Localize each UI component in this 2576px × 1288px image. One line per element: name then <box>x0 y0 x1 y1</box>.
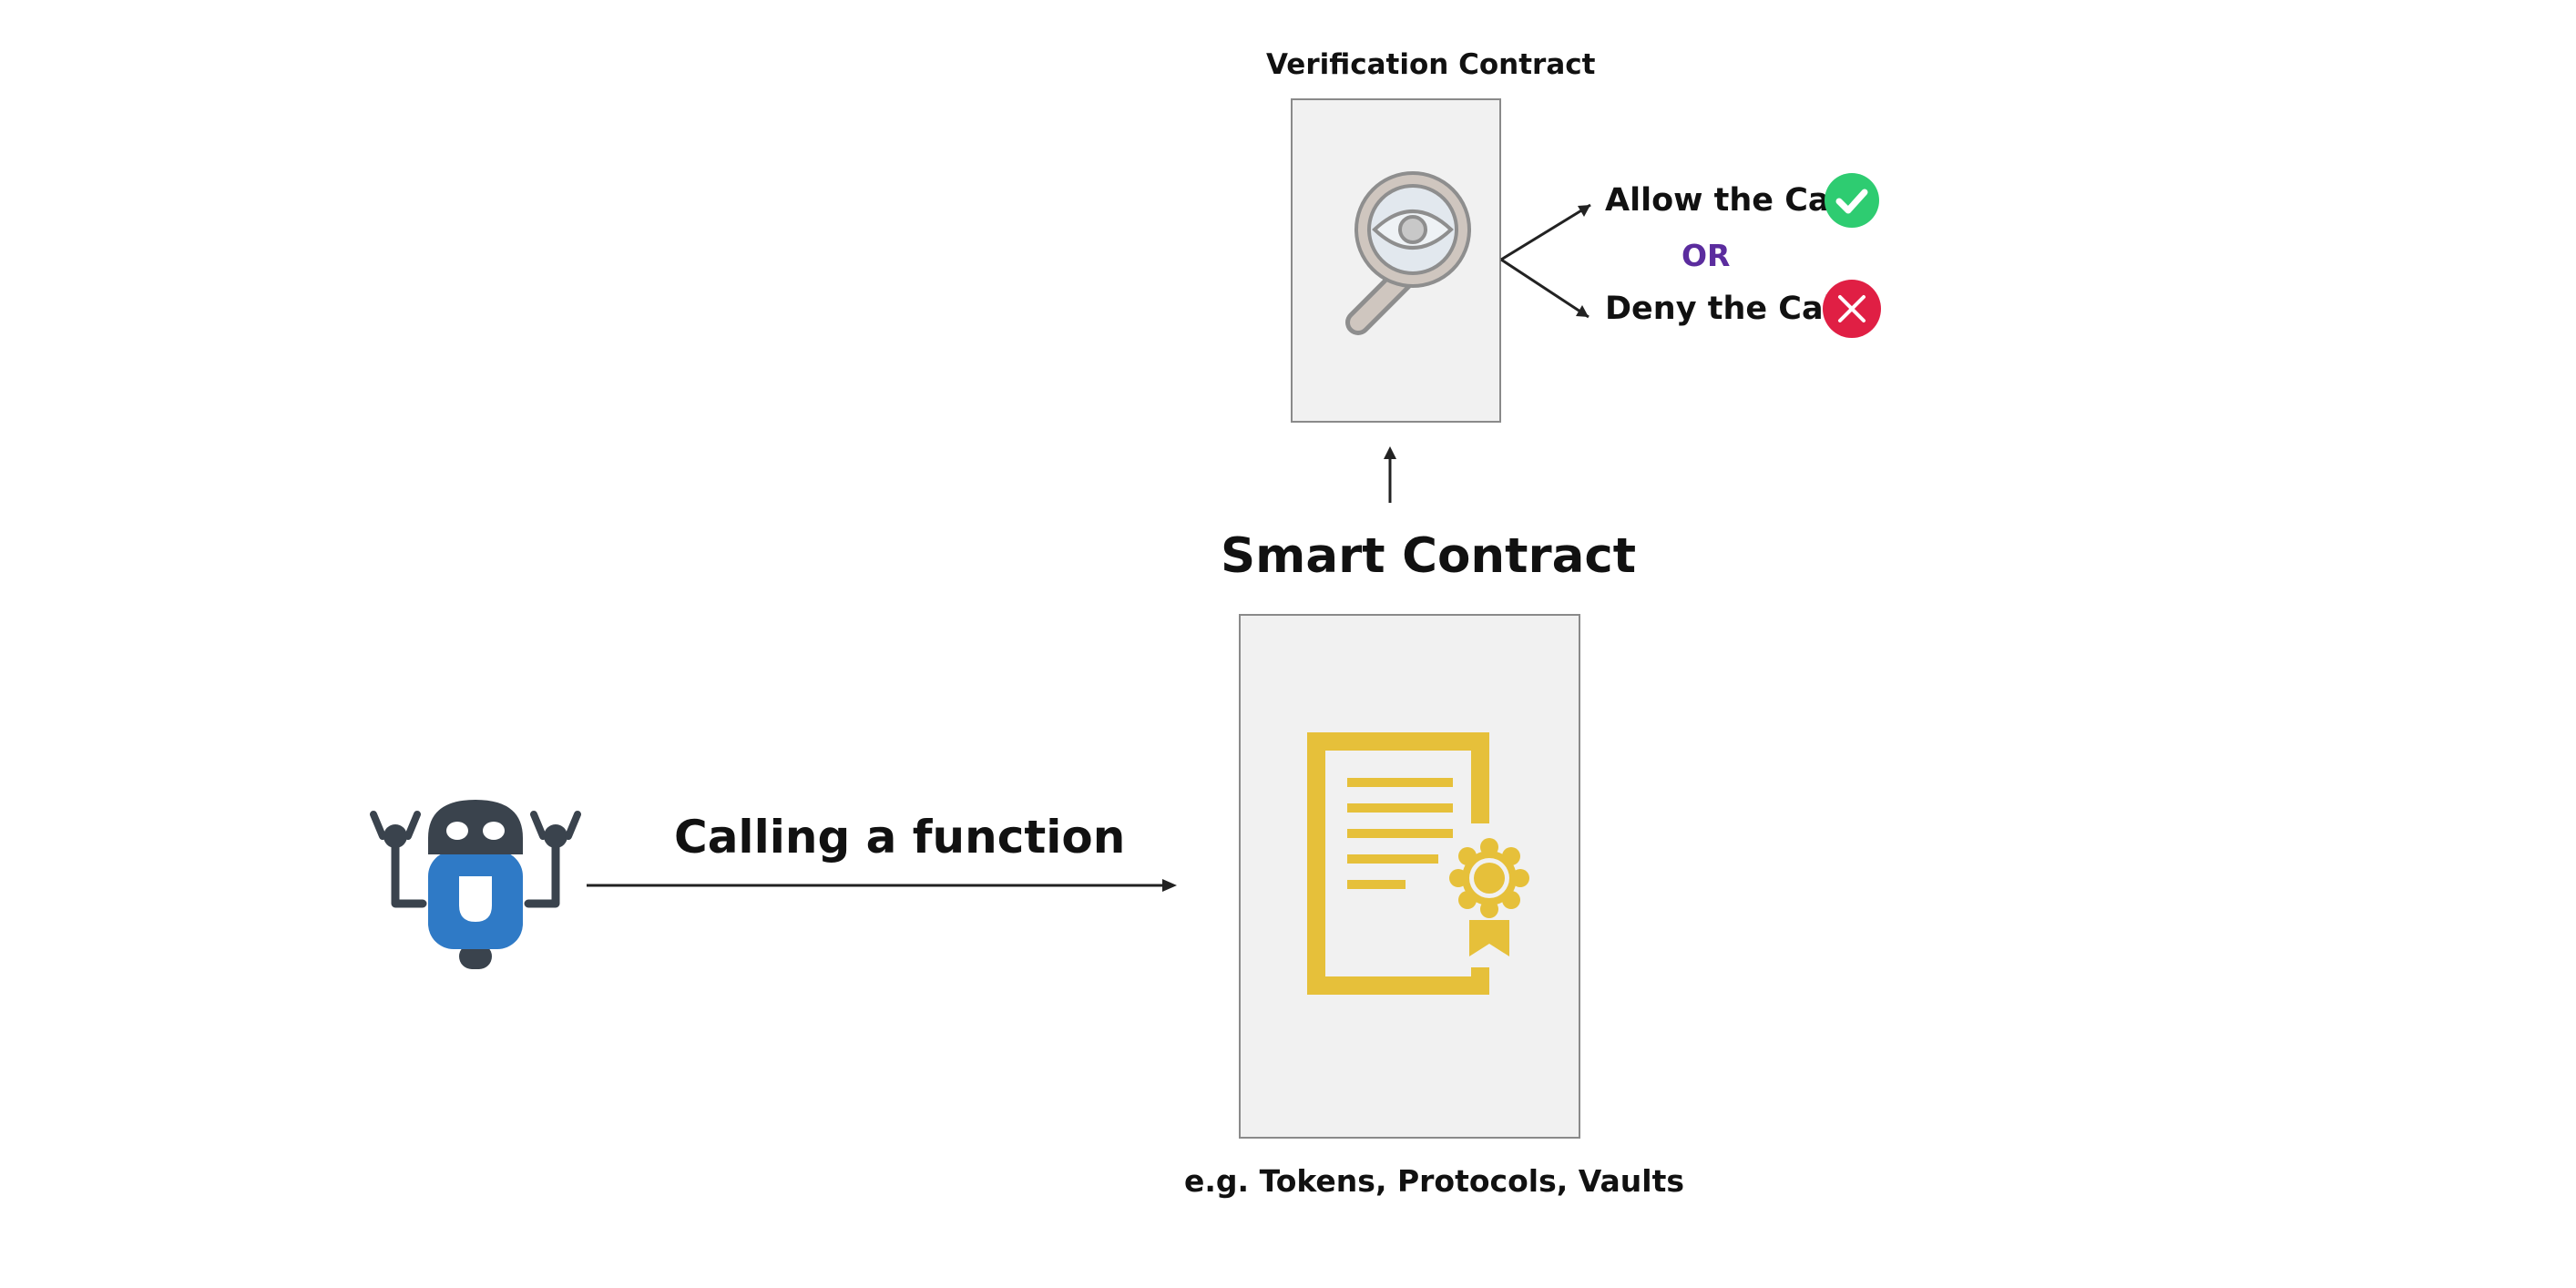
branch-arrows <box>1500 203 1591 319</box>
allow-call-label: Allow the Call <box>1605 182 1852 219</box>
robot-icon <box>370 800 581 969</box>
smart-contract-title: Smart Contract <box>1221 528 1637 584</box>
call-arrow <box>587 879 1177 892</box>
magnifier-eye-icon <box>1345 171 1471 335</box>
verification-contract-box <box>1291 98 1501 423</box>
certificate-document-icon <box>1307 732 1529 995</box>
or-label: OR <box>1682 238 1731 273</box>
verification-contract-title: Verification Contract <box>1266 48 1596 81</box>
deny-arrow <box>1500 258 1590 319</box>
check-circle-icon <box>1825 173 1879 228</box>
x-circle-icon <box>1823 280 1881 338</box>
deny-call-label: Deny the Call <box>1605 291 1845 327</box>
up-arrow <box>1384 446 1396 503</box>
smart-contract-box <box>1239 614 1580 1139</box>
smart-contract-caption: e.g. Tokens, Protocols, Vaults <box>1184 1163 1684 1199</box>
calling-function-label: Calling a function <box>674 811 1126 864</box>
allow-arrow <box>1500 203 1591 261</box>
